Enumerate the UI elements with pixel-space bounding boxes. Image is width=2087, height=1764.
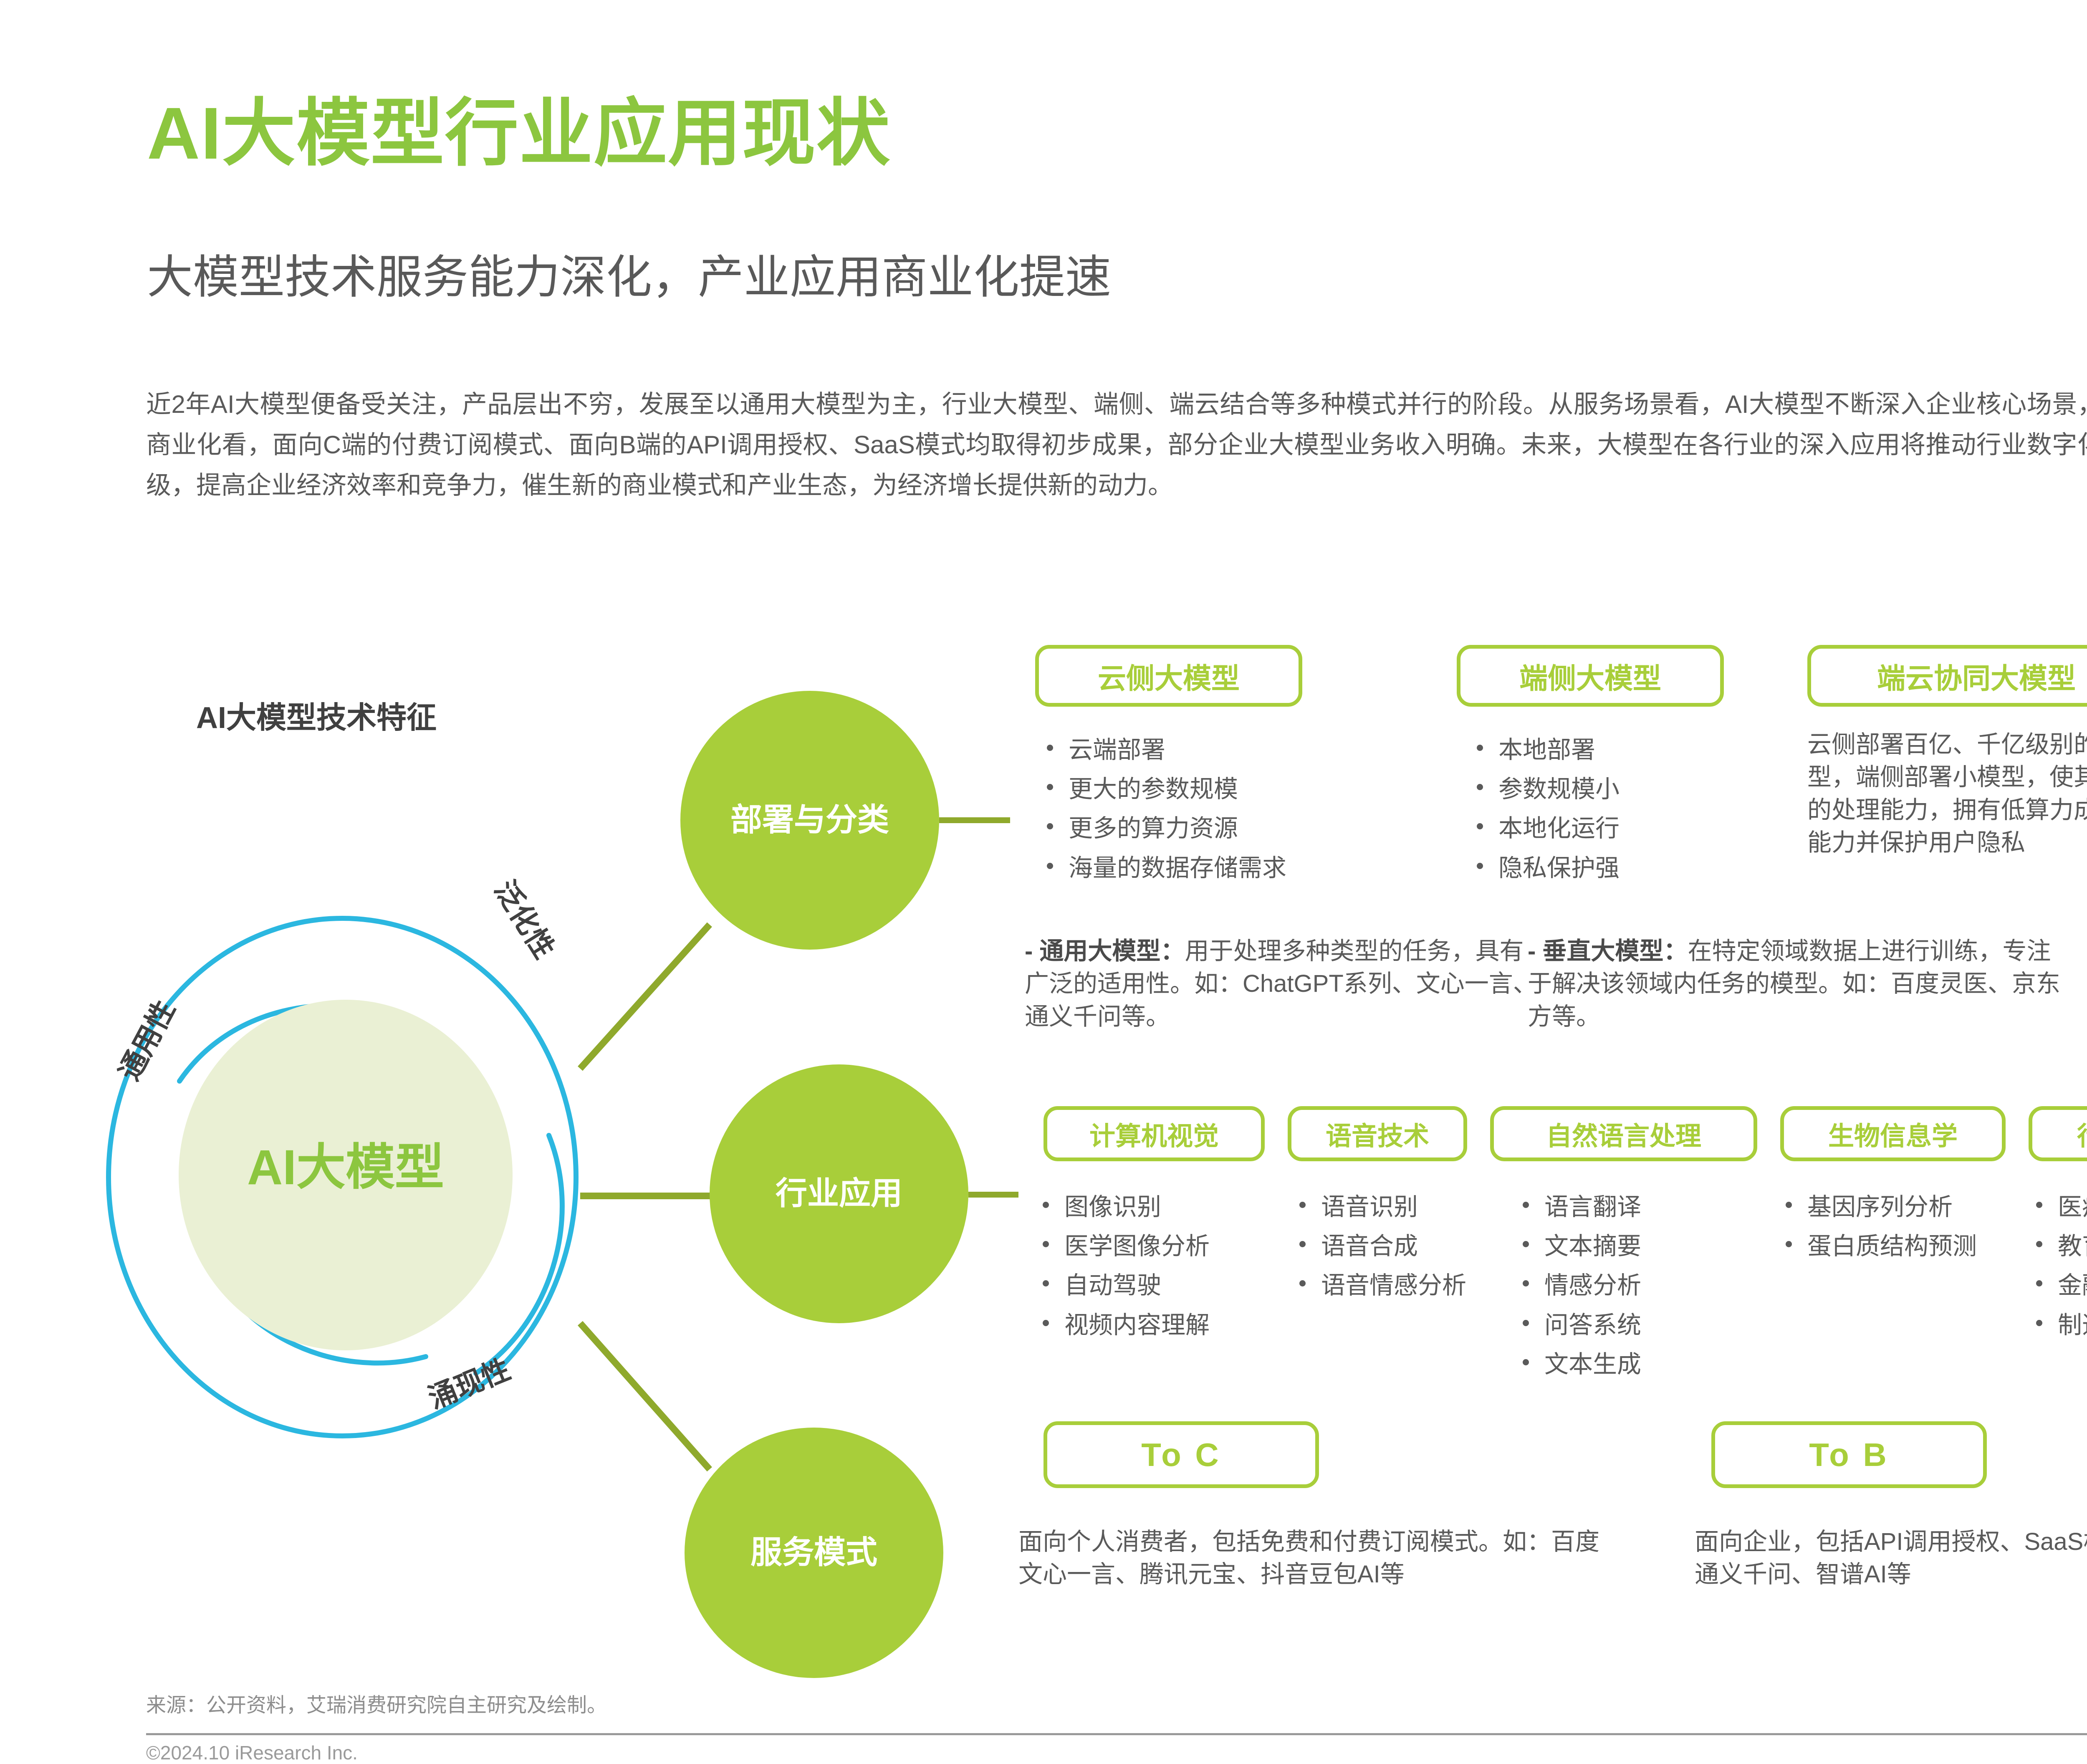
list-item: 蛋白质结构预测 (1782, 1231, 1983, 1262)
core-circle (179, 1000, 513, 1350)
tag-to-b[interactable]: To B (1711, 1421, 1987, 1488)
list-item: 更大的参数规模 (1044, 774, 1411, 805)
list-item: 问答系统 (1519, 1310, 1716, 1341)
list-item: 自动驾驶 (1039, 1270, 1281, 1301)
list-item: 文本生成 (1519, 1349, 1716, 1380)
tag-speech-technology[interactable]: 语音技术 (1288, 1106, 1467, 1161)
node-industry-application[interactable]: 行业应用 (710, 1064, 968, 1323)
list-item: 医学图像分析 (1039, 1231, 1281, 1262)
tag-industry-domain[interactable]: 行业领域 (2029, 1106, 2087, 1161)
intro-paragraph: 近2年AI大模型便备受关注，产品层出不穷，发展至以通用大模型为主，行业大模型、端… (146, 390, 2087, 500)
list-item: 语音情感分析 (1296, 1270, 1492, 1301)
industry-domain-items: 医疗 教育 金融 制造等 (2033, 1192, 2087, 1349)
vertical-model-note: - 垂直大模型：在特定领域数据上进行训练，专注于解决该领域内任务的模型。如：百度… (1528, 935, 2062, 1033)
general-model-label: - 通用大模型： (1025, 938, 1185, 965)
node-deployment-classification[interactable]: 部署与分类 (680, 691, 939, 950)
computer-vision-items: 图像识别 医学图像分析 自动驾驶 视频内容理解 (1039, 1192, 1281, 1349)
tech-feature-title: AI大模型技术特征 (196, 701, 437, 735)
tag-to-c[interactable]: To C (1044, 1421, 1319, 1488)
tag-nlp[interactable]: 自然语言处理 (1490, 1106, 1757, 1161)
footer-divider (146, 1733, 2087, 1735)
vertical-model-label: - 垂直大模型： (1528, 938, 1688, 965)
list-item: 视频内容理解 (1039, 1310, 1281, 1341)
list-item: 教育 (2033, 1231, 2087, 1262)
to-b-description: 面向企业，包括API调用授权、SaaS模式。如：阿里通义千问、智谱AI等 (1695, 1528, 2087, 1588)
list-item: 隐私保护强 (1473, 853, 1766, 884)
tag-edge-cloud-model[interactable]: 端云协同大模型 (1807, 645, 2087, 707)
edge-cloud-collab-text: 云侧部署百亿、千亿级别的通用训练模型，端侧部署小模型，使其拥有复杂任务的处理能力… (1807, 731, 2087, 856)
list-item: 语言翻译 (1519, 1192, 1716, 1223)
page-title: AI大模型行业应用现状 (147, 93, 891, 174)
list-item: 本地化运行 (1473, 813, 1766, 844)
tag-edge-side-model[interactable]: 端侧大模型 (1457, 645, 1724, 707)
list-item: 制造等 (2033, 1310, 2087, 1341)
list-item: 语音合成 (1296, 1231, 1492, 1262)
source-note: 来源：公开资料，艾瑞消费研究院自主研究及绘制。 (146, 1694, 607, 1716)
nlp-items: 语言翻译 文本摘要 情感分析 问答系统 文本生成 (1519, 1192, 1716, 1388)
list-item: 金融 (2033, 1270, 2087, 1301)
list-item: 医疗 (2033, 1192, 2087, 1223)
list-item: 文本摘要 (1519, 1231, 1716, 1262)
list-item: 基因序列分析 (1782, 1192, 1983, 1223)
tag-cloud-side-model[interactable]: 云侧大模型 (1035, 645, 1302, 707)
tag-computer-vision[interactable]: 计算机视觉 (1044, 1106, 1265, 1161)
vertical-model-text: 在特定领域数据上进行训练，专注于解决该领域内任务的模型。如：百度灵医、京东方等。 (1528, 938, 2061, 1030)
list-item: 本地部署 (1473, 735, 1766, 766)
list-item: 图像识别 (1039, 1192, 1281, 1223)
page-subtitle: 大模型技术服务能力深化，产业应用商业化提速 (147, 252, 1111, 303)
edge-model-bullets: 本地部署 参数规模小 本地化运行 隐私保护强 (1473, 735, 1766, 892)
core-label: AI大模型 (247, 1140, 444, 1195)
list-item: 语音识别 (1296, 1192, 1492, 1223)
list-item: 情感分析 (1519, 1270, 1716, 1301)
list-item: 更多的算力资源 (1044, 813, 1411, 844)
list-item: 参数规模小 (1473, 774, 1766, 805)
tag-bioinformatics[interactable]: 生物信息学 (1780, 1106, 2006, 1161)
general-model-note: - 通用大模型：用于处理多种类型的任务，具有广泛的适用性。如：ChatGPT系列… (1025, 935, 1546, 1033)
general-model-text: 用于处理多种类型的任务，具有广泛的适用性。如：ChatGPT系列、文心一言、通义… (1025, 938, 1537, 1030)
bioinformatics-items: 基因序列分析 蛋白质结构预测 (1782, 1192, 1983, 1270)
list-item: 海量的数据存储需求 (1044, 853, 1411, 884)
list-item: 云端部署 (1044, 735, 1411, 766)
to-c-description: 面向个人消费者，包括免费和付费订阅模式。如：百度文心一言、腾讯元宝、抖音豆包AI… (1018, 1528, 1600, 1588)
speech-technology-items: 语音识别 语音合成 语音情感分析 (1296, 1192, 1492, 1310)
node-service-mode[interactable]: 服务模式 (685, 1428, 943, 1678)
cloud-model-bullets: 云端部署 更大的参数规模 更多的算力资源 海量的数据存储需求 (1044, 735, 1411, 892)
footer-copyright: ©2024.10 iResearch Inc. (146, 1742, 358, 1764)
